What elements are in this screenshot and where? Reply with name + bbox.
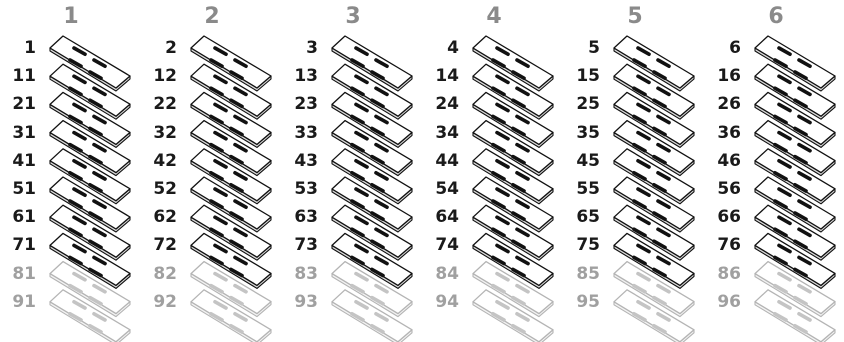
plate-number: 23 (278, 94, 318, 114)
plate-number: 75 (560, 235, 600, 255)
plate-number: 3 (278, 38, 318, 58)
column-header: 6 (756, 4, 796, 30)
plate-number-ghost: 86 (701, 264, 741, 284)
plate-number: 36 (701, 123, 741, 143)
plate-number: 24 (419, 94, 459, 114)
plate-number: 62 (137, 207, 177, 227)
plate-number: 72 (137, 235, 177, 255)
plate-number: 61 (0, 207, 36, 227)
plate-number: 12 (137, 66, 177, 86)
plate-number: 66 (701, 207, 741, 227)
plate-number: 25 (560, 94, 600, 114)
plate-number: 55 (560, 179, 600, 199)
plate-number: 44 (419, 151, 459, 171)
plate-number: 76 (701, 235, 741, 255)
plate-number: 51 (0, 179, 36, 199)
plate-number: 64 (419, 207, 459, 227)
plate-number: 45 (560, 151, 600, 171)
column-header: 1 (51, 4, 91, 30)
plate-number: 34 (419, 123, 459, 143)
plate-number: 46 (701, 151, 741, 171)
plate-number-ghost: 95 (560, 292, 600, 312)
plate-number: 53 (278, 179, 318, 199)
plate-number: 14 (419, 66, 459, 86)
plate-number: 31 (0, 123, 36, 143)
plate-number: 65 (560, 207, 600, 227)
plate-number: 63 (278, 207, 318, 227)
plate-number: 41 (0, 151, 36, 171)
plate-number: 33 (278, 123, 318, 143)
plate-number-ghost: 91 (0, 292, 36, 312)
plate-number-ghost: 84 (419, 264, 459, 284)
plate-number: 13 (278, 66, 318, 86)
plate-number: 74 (419, 235, 459, 255)
plate-number: 35 (560, 123, 600, 143)
plate-number: 6 (701, 38, 741, 58)
plate-number: 16 (701, 66, 741, 86)
plate-number-ghost: 81 (0, 264, 36, 284)
column-header: 5 (615, 4, 655, 30)
plate-number: 26 (701, 94, 741, 114)
plate-number: 22 (137, 94, 177, 114)
plate-number: 43 (278, 151, 318, 171)
plate-number: 56 (701, 179, 741, 199)
plate-number: 5 (560, 38, 600, 58)
plate-number-ghost: 83 (278, 264, 318, 284)
plate-number: 2 (137, 38, 177, 58)
plate-number: 4 (419, 38, 459, 58)
plate-number-ghost: 85 (560, 264, 600, 284)
plate-number: 1 (0, 38, 36, 58)
column-header: 2 (192, 4, 232, 30)
plate-number: 71 (0, 235, 36, 255)
plate-number: 21 (0, 94, 36, 114)
plate-number: 73 (278, 235, 318, 255)
plate-number: 52 (137, 179, 177, 199)
plate-number-ghost: 94 (419, 292, 459, 312)
column-header: 3 (333, 4, 373, 30)
plate-number-ghost: 93 (278, 292, 318, 312)
plate-number-ghost: 96 (701, 292, 741, 312)
plate-number: 15 (560, 66, 600, 86)
column-header: 4 (474, 4, 514, 30)
plate-number-ghost: 92 (137, 292, 177, 312)
plate-number: 42 (137, 151, 177, 171)
plate-number: 11 (0, 66, 36, 86)
plate-number-ghost: 82 (137, 264, 177, 284)
plate-number: 54 (419, 179, 459, 199)
plate-number: 32 (137, 123, 177, 143)
